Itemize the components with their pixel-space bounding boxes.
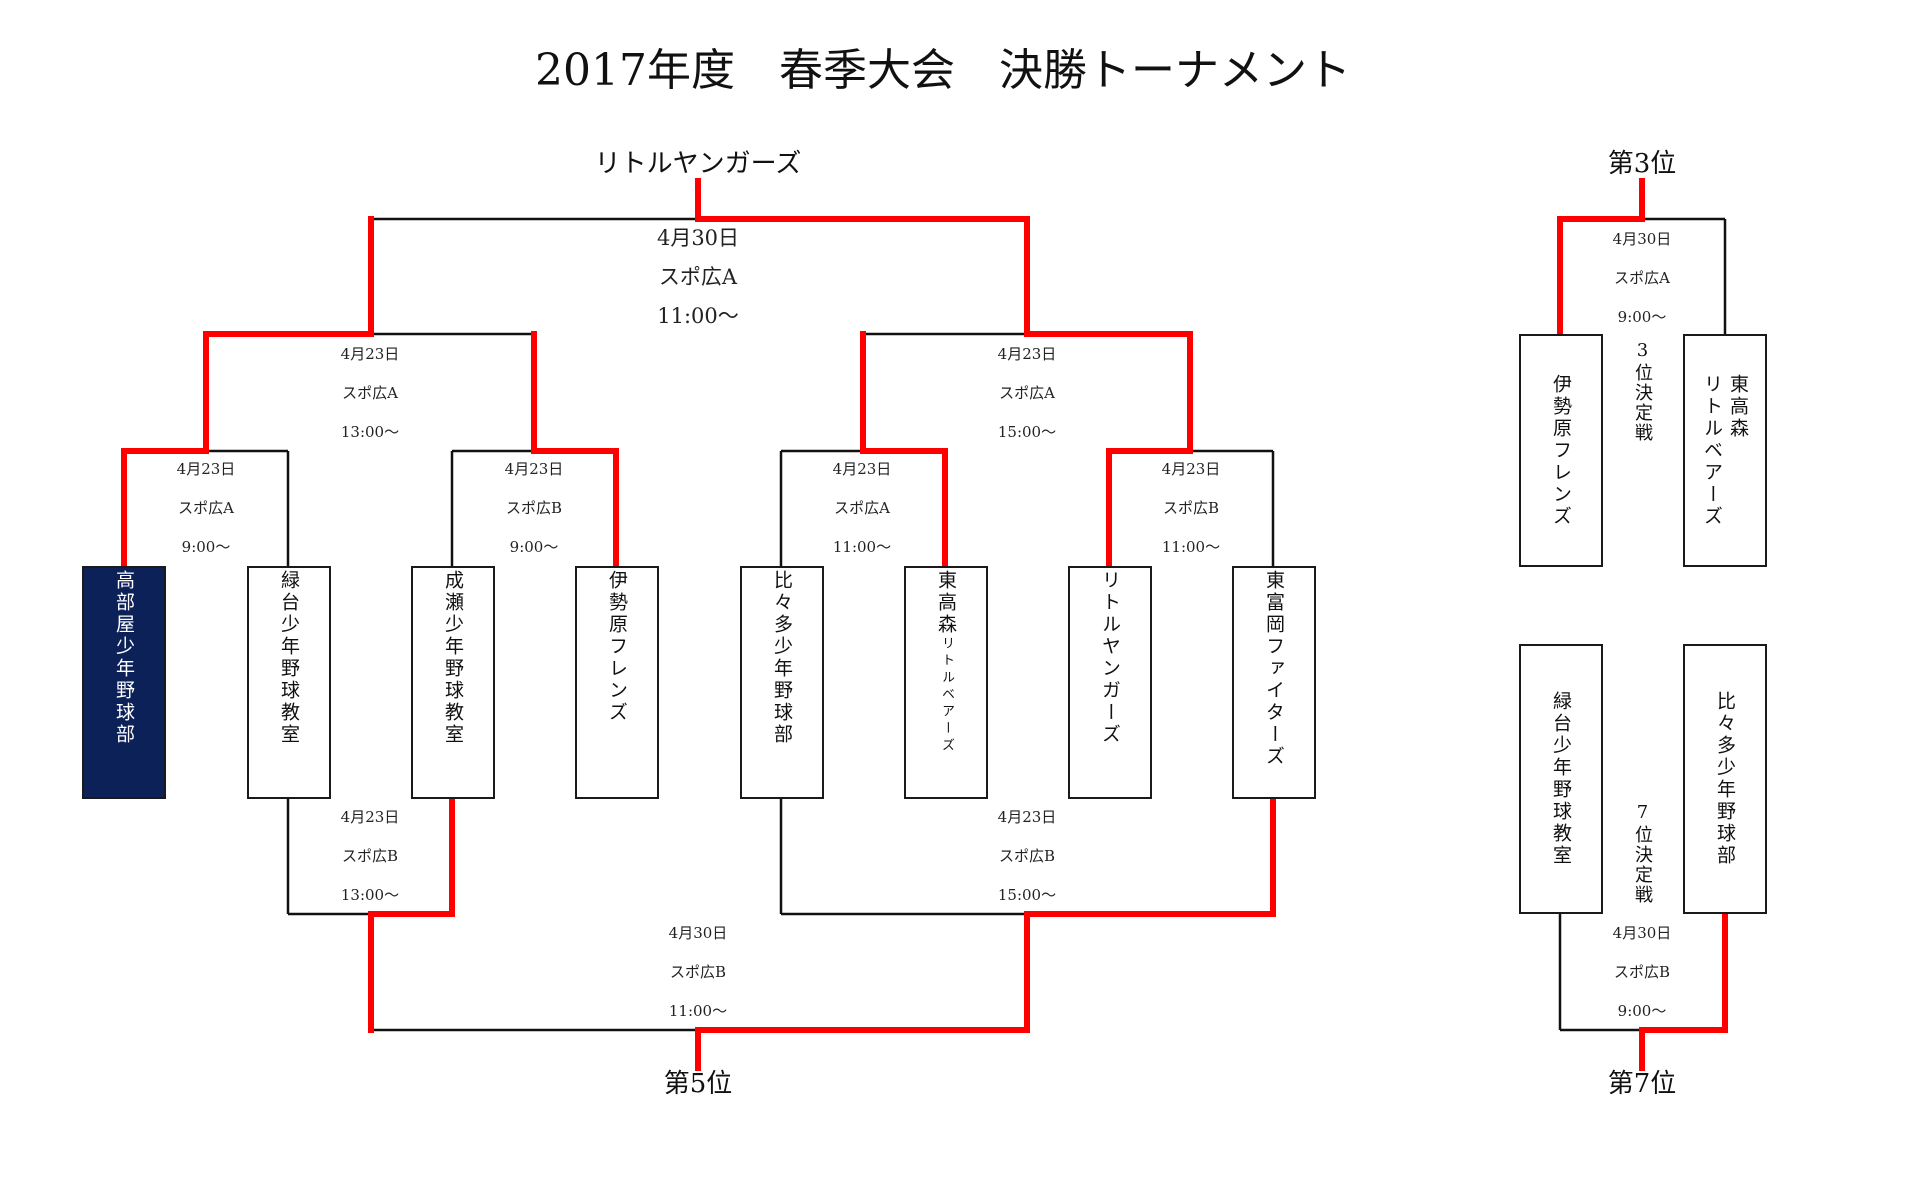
team-box-6[interactable]: 東高森リトルベアーズ: [904, 566, 988, 799]
match-venue: スポ広A: [658, 265, 738, 289]
match-time: 9:00〜: [1617, 308, 1667, 326]
seventh-place-match-info: 4月30日 スポ広B 9:00〜: [1542, 923, 1742, 1040]
fifth-place-label: 第5位: [663, 1069, 733, 1099]
team-box-3[interactable]: 成瀬少年野球教室: [411, 566, 495, 799]
match-venue: スポ広A: [342, 384, 398, 402]
match-date: 4月23日: [997, 345, 1057, 363]
team-name: 高部屋少年野球部: [113, 570, 135, 746]
match-time: 9:00〜: [181, 538, 231, 556]
quarterfinal-4-info: 4月23日 スポ広B 11:00〜: [1091, 459, 1291, 576]
team-box-5[interactable]: 比々多少年野球部: [740, 566, 824, 799]
page-title: 2017年度 春季大会 決勝トーナメント: [535, 45, 1351, 96]
match-time: 11:00〜: [668, 1002, 728, 1020]
semifinal-2-info: 4月23日 スポ広A 15:00〜: [927, 344, 1127, 461]
match-time: 9:00〜: [509, 538, 559, 556]
semifinal-1-info: 4月23日 スポ広A 13:00〜: [270, 344, 470, 461]
match-venue: スポ広A: [999, 384, 1055, 402]
quarterfinal-2-info: 4月23日 スポ広B 9:00〜: [434, 459, 634, 576]
team-box-8[interactable]: 東富岡ファイターズ: [1232, 566, 1316, 799]
team-name: 比々多少年野球部: [1714, 691, 1736, 867]
team-name: 東高森リトルベアーズ: [935, 570, 957, 755]
match-venue: スポ広B: [1613, 963, 1671, 981]
match-time: 11:00〜: [657, 304, 739, 328]
match-time: 11:00〜: [832, 538, 892, 556]
team-name: 伊勢原フレンズ: [606, 570, 628, 724]
match-venue: スポ広B: [998, 847, 1056, 865]
team-name: リトルヤンガーズ: [1099, 570, 1121, 746]
match-time: 15:00〜: [997, 886, 1057, 904]
quarterfinal-1-info: 4月23日 スポ広A 9:00〜: [106, 459, 306, 576]
match-date: 4月23日: [1161, 460, 1221, 478]
team-box-4[interactable]: 伊勢原フレンズ: [575, 566, 659, 799]
team-name: 伊勢原フレンズ: [1550, 373, 1572, 528]
third-place-match-info: 4月30日 スポ広A 9:00〜: [1542, 229, 1742, 346]
team-name-sub: リトルベアーズ: [939, 636, 954, 755]
match-time: 13:00〜: [340, 886, 400, 904]
match-time: 15:00〜: [997, 423, 1057, 441]
match-date: 4月23日: [340, 808, 400, 826]
champion-label: リトルヤンガーズ: [594, 149, 802, 179]
team-name: 緑台少年野球教室: [278, 570, 300, 746]
match-time: 11:00〜: [1161, 538, 1221, 556]
third-place-team-box-2[interactable]: 東高森 リトルベアーズ: [1683, 334, 1767, 567]
seventh-place-team-box-2[interactable]: 比々多少年野球部: [1683, 644, 1767, 914]
match-venue: スポ広A: [178, 499, 234, 517]
team-name: 東富岡ファイターズ: [1263, 570, 1285, 768]
match-venue: スポ広A: [834, 499, 890, 517]
fifth-final-info: 4月30日 スポ広B 11:00〜: [598, 923, 798, 1040]
match-venue: スポ広B: [341, 847, 399, 865]
seventh-place-label: 第7位: [1607, 1069, 1677, 1099]
match-date: 4月23日: [176, 460, 236, 478]
fifth-semi-2-info: 4月23日 スポ広B 15:00〜: [927, 807, 1127, 924]
third-place-match-name: 3位決定戦: [1632, 340, 1653, 443]
match-time: 9:00〜: [1617, 1002, 1667, 1020]
final-match-info: 4月30日 スポ広A 11:00〜: [598, 225, 798, 342]
seventh-place-match-name: 7位決定戦: [1632, 802, 1653, 905]
match-date: 4月23日: [504, 460, 564, 478]
third-place-team-box-1[interactable]: 伊勢原フレンズ: [1519, 334, 1603, 567]
match-venue: スポ広B: [1162, 499, 1220, 517]
match-time: 13:00〜: [340, 423, 400, 441]
match-date: 4月30日: [656, 226, 740, 250]
team-name-main: 東高森: [935, 570, 957, 636]
match-date: 4月23日: [832, 460, 892, 478]
team-box-2[interactable]: 緑台少年野球教室: [247, 566, 331, 799]
match-date: 4月23日: [997, 808, 1057, 826]
match-venue: スポ広A: [1614, 269, 1670, 287]
team-box-1[interactable]: 高部屋少年野球部: [82, 566, 166, 799]
team-name: 東高森 リトルベアーズ: [1701, 373, 1749, 528]
fifth-semi-1-info: 4月23日 スポ広B 13:00〜: [270, 807, 470, 924]
match-date: 4月30日: [1612, 924, 1672, 942]
team-name: 緑台少年野球教室: [1550, 691, 1572, 867]
third-place-label: 第3位: [1607, 149, 1677, 179]
match-venue: スポ広B: [505, 499, 563, 517]
team-name: 成瀬少年野球教室: [442, 570, 464, 746]
match-date: 4月23日: [340, 345, 400, 363]
match-date: 4月30日: [668, 924, 728, 942]
seventh-place-team-box-1[interactable]: 緑台少年野球教室: [1519, 644, 1603, 914]
team-name: 比々多少年野球部: [771, 570, 793, 746]
quarterfinal-3-info: 4月23日 スポ広A 11:00〜: [762, 459, 962, 576]
team-box-7[interactable]: リトルヤンガーズ: [1068, 566, 1152, 799]
match-date: 4月30日: [1612, 230, 1672, 248]
match-venue: スポ広B: [669, 963, 727, 981]
